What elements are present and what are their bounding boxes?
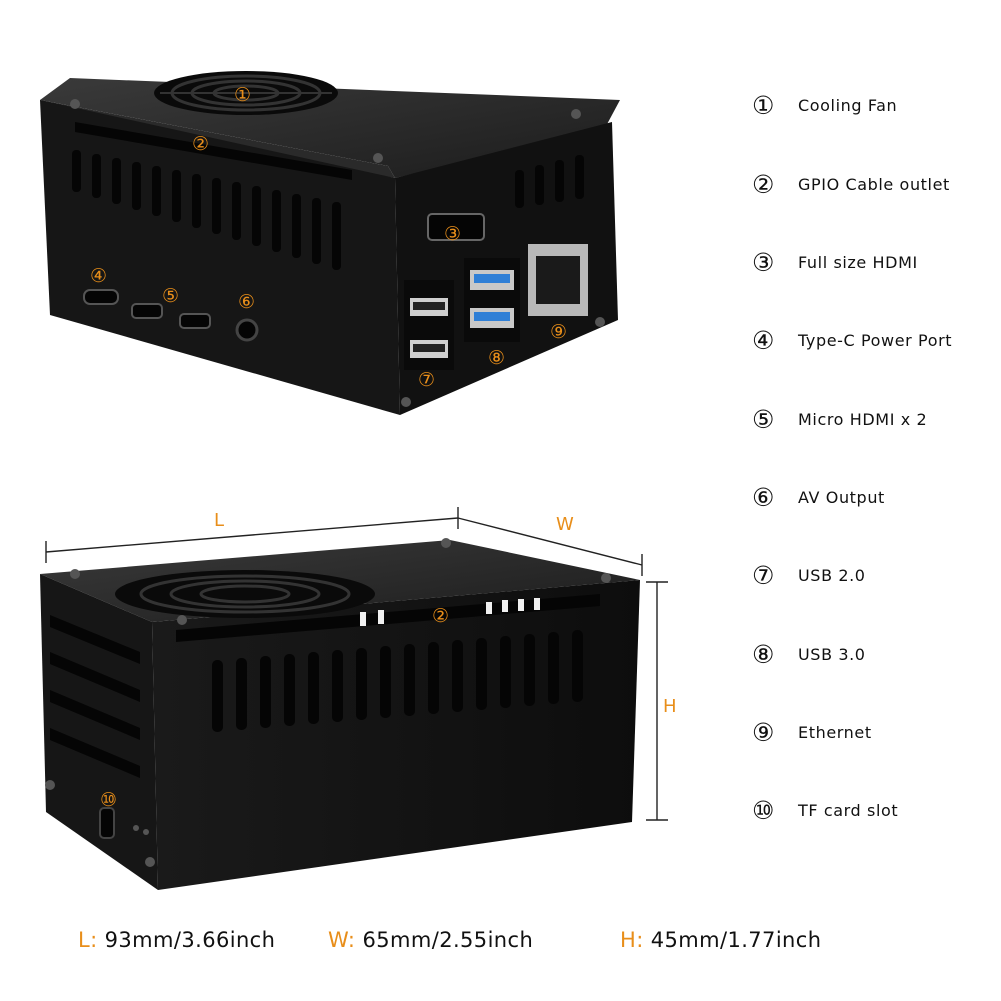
legend-item: ④ Type-C Power Port — [752, 323, 952, 357]
dimension-value: 45mm/1.77inch — [650, 928, 822, 952]
front-vents — [212, 630, 583, 732]
legend-label: TF card slot — [798, 800, 899, 820]
ethernet-port — [528, 244, 588, 316]
legend-number: ① — [752, 90, 775, 120]
callout-3: ③ — [444, 223, 461, 245]
legend-label: Ethernet — [798, 722, 872, 742]
height-dimension: H: 45mm/1.77inch — [620, 928, 821, 952]
legend-item: ① Cooling Fan — [752, 88, 897, 122]
bottom-case-front-face — [152, 580, 640, 890]
legend-number: ⑥ — [752, 482, 775, 512]
end-vents — [515, 155, 584, 208]
side-vents — [72, 150, 341, 270]
legend-item: ⑤ Micro HDMI x 2 — [752, 402, 927, 436]
legend-number: ⑧ — [752, 639, 775, 669]
legend-number: ⑨ — [752, 717, 775, 747]
usb3-ports — [464, 258, 520, 342]
type-c-port — [83, 289, 119, 305]
dimension-value: 93mm/3.66inch — [104, 928, 276, 952]
legend-item: ⑦ USB 2.0 — [752, 558, 866, 592]
legend-label: USB 2.0 — [798, 565, 866, 585]
legend-number: ③ — [752, 247, 775, 277]
legend-item: ⑩ TF card slot — [752, 793, 898, 827]
top-case-view: ① ② ③ ④ ⑤ ⑥ ⑦ ⑧ ⑨ — [40, 71, 620, 415]
legend-label: Micro HDMI x 2 — [798, 409, 928, 429]
dimension-value: 65mm/2.55inch — [362, 928, 534, 952]
callout-4: ④ — [90, 265, 107, 287]
legend-item: ② GPIO Cable outlet — [752, 167, 950, 201]
width-axis-label: W — [556, 514, 574, 535]
dimension-key: H: — [620, 928, 644, 952]
legend-number: ⑩ — [752, 795, 775, 825]
legend-item: ⑨ Ethernet — [752, 715, 872, 749]
legend-number: ⑦ — [752, 560, 775, 590]
bottom-case-view: ② ⑩ — [40, 538, 640, 890]
callout-1: ① — [234, 84, 251, 106]
micro-hdmi-port-1 — [131, 303, 163, 319]
usb2-ports — [404, 280, 454, 370]
top-case-left-face — [40, 100, 400, 415]
legend-item: ③ Full size HDMI — [752, 245, 918, 279]
legend-number: ⑤ — [752, 404, 775, 434]
screws-bottom — [45, 538, 611, 867]
av-jack — [235, 318, 259, 342]
legend-label: AV Output — [798, 487, 885, 507]
callout-2-bottom: ② — [432, 605, 449, 627]
legend-label: GPIO Cable outlet — [798, 174, 950, 194]
legend-label: Type-C Power Port — [798, 330, 953, 350]
callout-2: ② — [192, 133, 209, 155]
height-axis-label: H — [663, 696, 677, 717]
micro-hdmi-port-2 — [179, 313, 211, 329]
gpio-slot-highlights — [360, 598, 540, 626]
fan-grille — [154, 71, 338, 115]
legend-label: Full size HDMI — [798, 252, 918, 272]
legend-number: ④ — [752, 325, 775, 355]
width-dimension: W: 65mm/2.55inch — [328, 928, 533, 952]
callout-10: ⑩ — [100, 789, 117, 811]
gpio-slot-bottom — [176, 594, 600, 642]
hdmi-port — [427, 213, 485, 241]
legend-item: ⑧ USB 3.0 — [752, 637, 866, 671]
legend-label: Cooling Fan — [798, 95, 898, 115]
legend-label: USB 3.0 — [798, 644, 866, 664]
legend-item: ⑥ AV Output — [752, 480, 885, 514]
callout-7: ⑦ — [418, 369, 435, 391]
fan-grille-bottom — [115, 570, 375, 618]
screws — [70, 99, 605, 407]
dimension-key: W: — [328, 928, 356, 952]
callout-5: ⑤ — [162, 285, 179, 307]
length-axis-label: L — [214, 510, 224, 531]
dimension-key: L: — [78, 928, 98, 952]
legend-number: ② — [752, 169, 775, 199]
callout-9: ⑨ — [550, 321, 567, 343]
callout-8: ⑧ — [488, 347, 505, 369]
length-dimension: L: 93mm/3.66inch — [78, 928, 275, 952]
callout-6: ⑥ — [238, 291, 255, 313]
gpio-slot — [75, 122, 352, 180]
dimension-lines — [45, 507, 668, 821]
tf-card-slot — [99, 807, 115, 839]
end-face-slots — [50, 615, 140, 778]
